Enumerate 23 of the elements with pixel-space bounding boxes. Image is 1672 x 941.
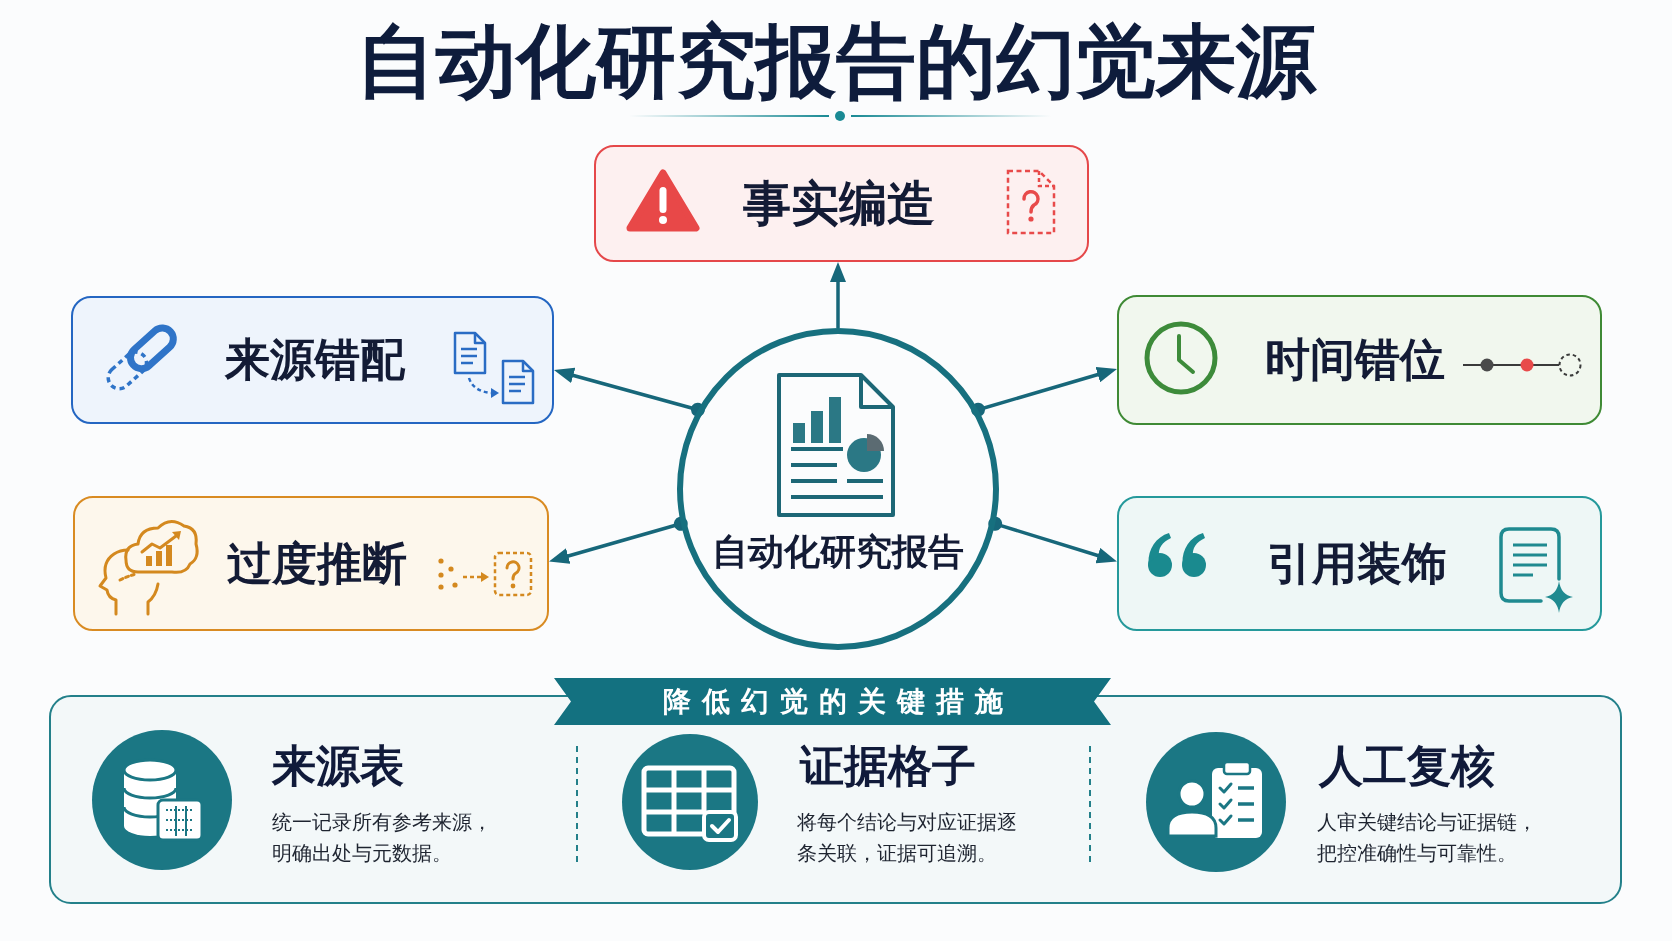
- measure-heading: 证据格子: [800, 740, 976, 792]
- box-label: 来源错配: [225, 334, 405, 386]
- arrow: [830, 262, 846, 328]
- circle-label: 自动化研究报告: [712, 530, 964, 574]
- arrow: [988, 516, 1117, 564]
- box-label: 引用装饰: [1267, 537, 1447, 590]
- banner-ribbon: 降低幻觉的关键措施: [554, 678, 1111, 725]
- rounded-box: [594, 145, 1089, 262]
- circle: [677, 328, 999, 650]
- measure-description: 人审关键结论与证据链，把控准确性与可靠性。: [1317, 809, 1538, 867]
- box-label: 时间错位: [1265, 334, 1445, 386]
- measure-heading: 来源表: [272, 740, 404, 792]
- rounded-box: [73, 496, 549, 631]
- measure-description: 统一记录所有参考来源，明确出处与元数据。: [272, 809, 493, 867]
- measure-description: 将每个结论与对应证据逐条关联，证据可追溯。: [797, 809, 1018, 867]
- box-label: 过度推断: [227, 537, 407, 590]
- measure-heading: 人工复核: [1319, 740, 1495, 792]
- box-label: 事实编造: [743, 175, 935, 232]
- rounded-box: [71, 296, 554, 424]
- arrow: [549, 516, 688, 564]
- title: 自动化研究报告的幻觉来源: [356, 14, 1316, 110]
- rounded-box: [1117, 496, 1602, 631]
- rounded-box: [1117, 295, 1602, 425]
